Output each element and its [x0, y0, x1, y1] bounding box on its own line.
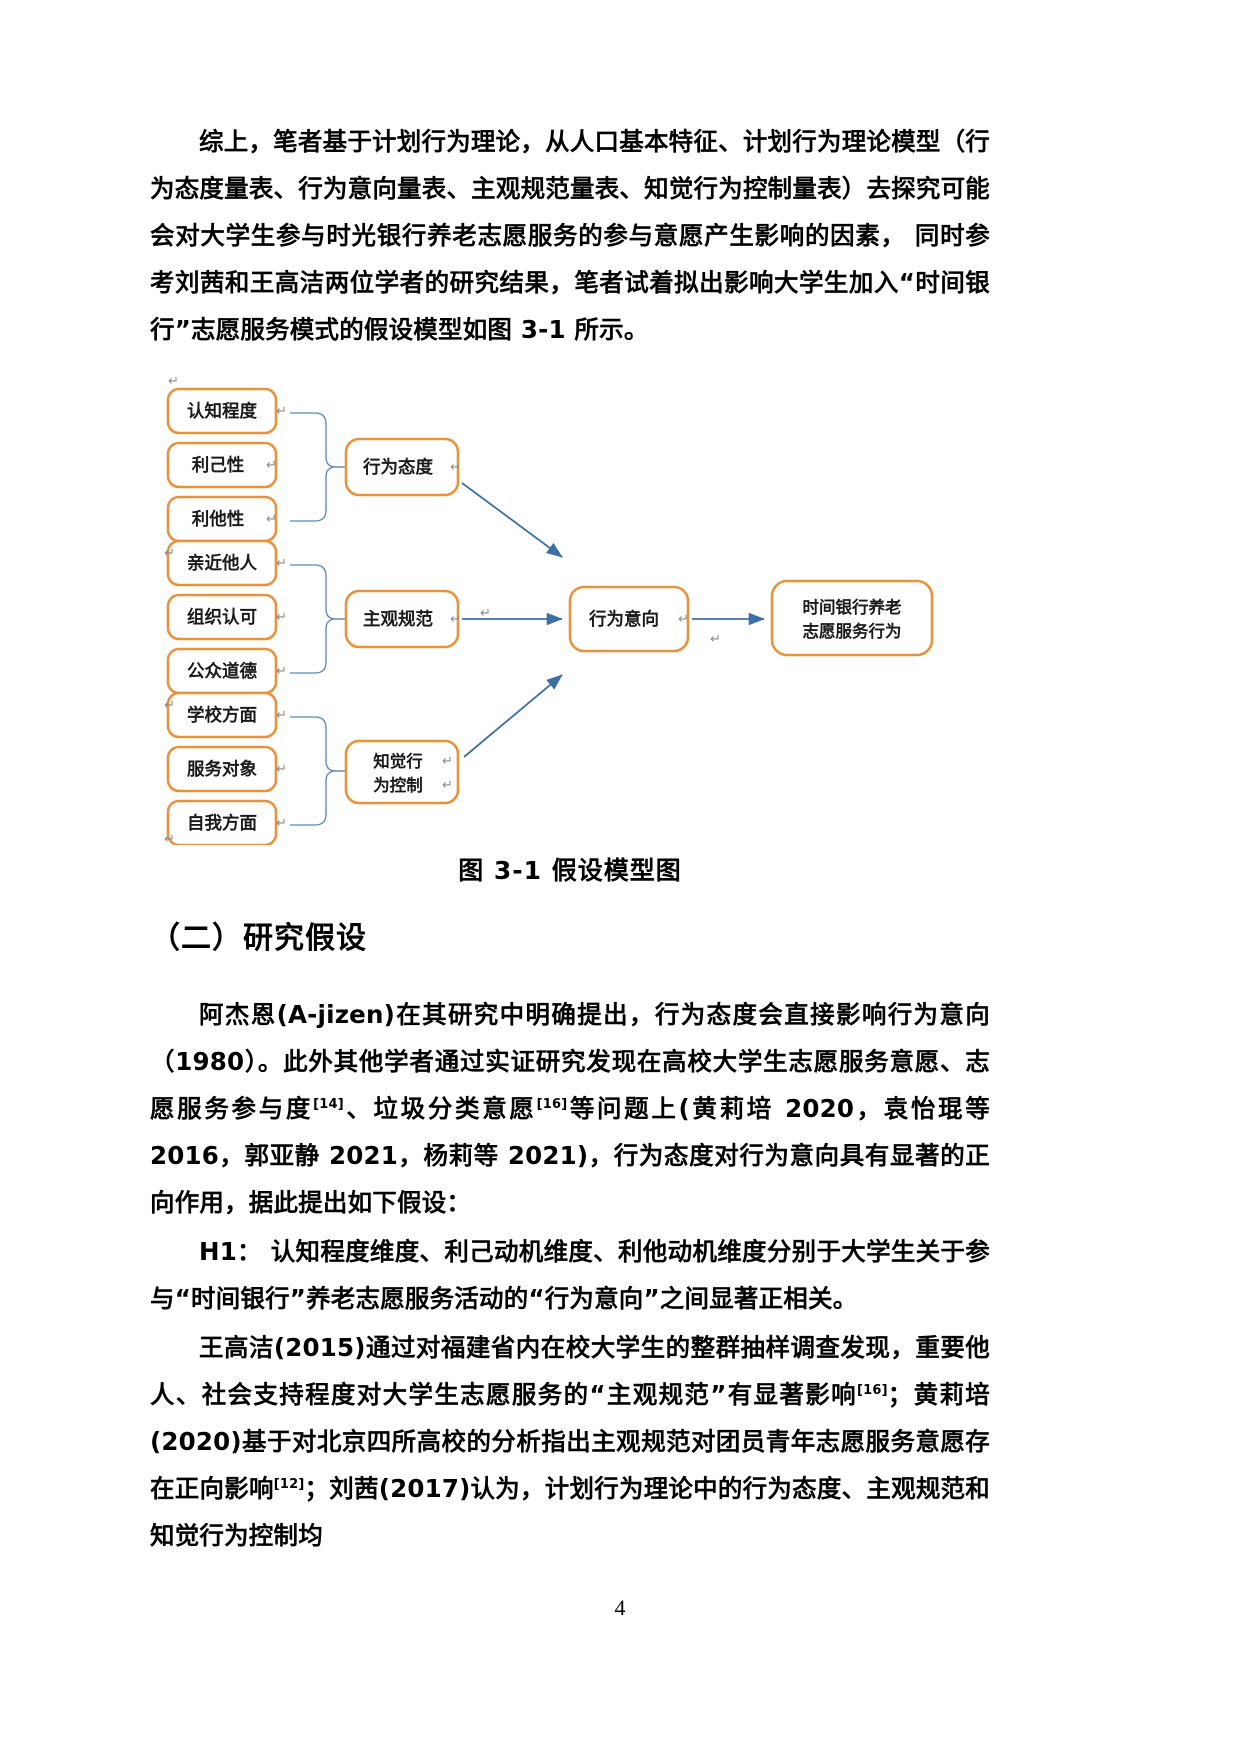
bracket-control-top: [290, 716, 346, 772]
pilcrow-icon: ↵: [276, 404, 287, 419]
node-subjective-norm-label: 主观规范: [363, 609, 433, 630]
citation-ref-14: [14]: [313, 1096, 344, 1112]
hypothesis-model-figure: 认知程度 ↵ 利己性 ↵ 利他性 ↵ 亲近他人 ↵ 组织认可 ↵ 公众道德 ↵: [150, 375, 990, 845]
pilcrow-icon: ↵: [442, 754, 453, 769]
node-self-interest-label: 利己性: [192, 455, 245, 476]
section-heading-research-hypothesis: （二）研究假设: [150, 921, 367, 956]
pilcrow-icon: ↵: [276, 816, 287, 831]
node-org-approval-label: 组织认可: [187, 607, 257, 628]
pilcrow-icon: ↵: [276, 556, 287, 571]
citation-ref-12: [12]: [273, 1476, 305, 1492]
bracket-attitude-bottom: [290, 466, 346, 522]
pilcrow-icon: ↵: [442, 778, 453, 793]
node-close-others-label: 亲近他人: [187, 553, 257, 574]
pilcrow-icon: ↵: [164, 832, 175, 845]
node-org-approval: [166, 593, 278, 641]
ajzen-text-2: 、垃圾分类意愿: [343, 1094, 537, 1123]
paragraph-intro: 综上，笔者基于计划行为理论，从人口基本特征、计划行为理论模型（行为态度量表、行为…: [150, 127, 990, 344]
node-altruism-label: 利他性: [192, 509, 245, 530]
pilcrow-icon: ↵: [710, 632, 721, 647]
wang-text-2: ；黄莉培(2020)基于对北京四所高校的分析指出主观规范对团员青年志愿服务意愿存…: [150, 1380, 990, 1503]
node-cognition: [166, 387, 278, 435]
node-school-aspect: [166, 691, 278, 739]
pilcrow-icon: ↵: [266, 512, 277, 527]
node-subjective-norm: [344, 589, 460, 649]
node-self-interest: [166, 441, 278, 489]
bracket-control-bottom: [290, 770, 346, 826]
arrow-attitude-to-intention: [461, 482, 563, 558]
node-perceived-control-line1: 知觉行: [373, 751, 423, 771]
node-close-others: [166, 539, 278, 587]
pilcrow-icon: ↵: [266, 458, 277, 473]
node-perceived-behavioral-control: [344, 739, 460, 805]
node-cognition-label: 认知程度: [187, 401, 257, 422]
node-outcome-behavior: [770, 579, 934, 657]
pilcrow-icon: ↵: [164, 698, 175, 713]
pilcrow-icon: ↵: [276, 664, 287, 679]
arrow-control-to-intention: [463, 674, 563, 758]
paragraph-h1: H1： 认知程度维度、利己动机维度、利他动机维度分别于大学生关于参与“时间银行”…: [150, 1237, 990, 1313]
pilcrow-icon: ↵: [450, 460, 461, 475]
page-number: 4: [614, 1595, 626, 1620]
ajzen-text-1: 阿杰恩(A-jizen)在其研究中明确提出，行为态度会直接影响行为意向（1980…: [150, 1000, 990, 1123]
citation-ref-16: [16]: [536, 1096, 568, 1112]
page-content: 综上，笔者基于计划行为理论，从人口基本特征、计划行为理论模型（行为态度量表、行为…: [150, 118, 990, 1561]
node-school-aspect-label: 学校方面: [187, 705, 257, 726]
pilcrow-icon: ↵: [450, 612, 461, 627]
node-perceived-control-line2: 为控制: [373, 775, 423, 795]
figure-caption: 图 3-1 假设模型图: [458, 856, 682, 885]
bracket-attitude-top: [290, 412, 346, 468]
node-outcome-line1: 时间银行养老: [803, 597, 902, 617]
paragraph-wang: 王高洁(2015)通过对福建省内在校大学生的整群抽样调查发现，重要他人、社会支持…: [150, 1324, 990, 1559]
ajzen-text-3: 等问题上(黄莉培 2020，袁怡琨等 2016，郭亚静 2021，杨莉等 202…: [150, 1094, 991, 1217]
pilcrow-icon: ↵: [276, 610, 287, 625]
node-outcome-line2: 志愿服务行为: [803, 621, 902, 641]
citation-ref-16b: [16]: [856, 1382, 888, 1398]
wang-text-3: ；刘茜(2017)认为，计划行为理论中的行为态度、主观规范和知觉行为控制均: [150, 1474, 990, 1550]
bracket-norm-top: [290, 564, 346, 620]
node-behavioral-attitude: [344, 437, 460, 497]
pilcrow-icon: ↵: [276, 762, 287, 777]
pilcrow-icon: ↵: [164, 546, 175, 561]
pilcrow-icon: ↵: [480, 606, 491, 621]
pilcrow-icon: ↵: [168, 375, 179, 389]
node-public-morality-label: 公众道德: [187, 661, 257, 682]
paragraph-ajzen: 阿杰恩(A-jizen)在其研究中明确提出，行为态度会直接影响行为意向（1980…: [150, 991, 990, 1226]
node-self-aspect: [166, 799, 278, 845]
node-behavioral-intention: [568, 585, 690, 653]
node-behavioral-intention-label: 行为意向: [588, 609, 659, 630]
pilcrow-icon: ↵: [678, 612, 689, 627]
wang-text-1: 王高洁(2015)通过对福建省内在校大学生的整群抽样调查发现，重要他人、社会支持…: [150, 1333, 990, 1409]
pilcrow-icon: ↵: [276, 708, 287, 723]
node-service-target: [166, 745, 278, 793]
bracket-norm-bottom: [290, 618, 346, 674]
node-self-aspect-label: 自我方面: [187, 813, 257, 834]
node-behavioral-attitude-label: 行为态度: [362, 457, 433, 478]
node-service-target-label: 服务对象: [187, 759, 257, 780]
